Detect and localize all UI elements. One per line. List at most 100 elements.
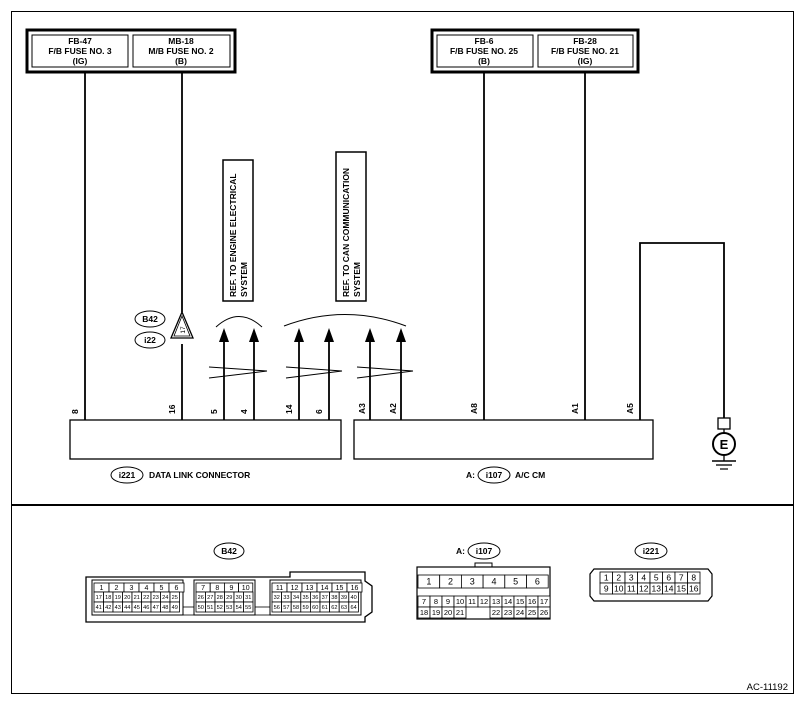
i107-pin-label: 1 bbox=[426, 577, 431, 587]
badge-i22 bbox=[134, 331, 166, 349]
i107-pin-label: 14 bbox=[504, 597, 512, 606]
pin-8: 8 bbox=[70, 409, 80, 414]
b42-pin-label: 43 bbox=[115, 605, 121, 611]
i107-pin-label: 25 bbox=[528, 608, 536, 617]
b42-pin-label: 36 bbox=[312, 595, 318, 601]
b42-latch-left bbox=[182, 606, 195, 616]
i107-pin-label: 18 bbox=[420, 608, 428, 617]
b42-pin-label: 21 bbox=[134, 595, 140, 601]
b42-pin-label: 25 bbox=[172, 595, 178, 601]
wire-a5-to-ground bbox=[639, 242, 725, 420]
i221-pin-label: 1 bbox=[604, 573, 609, 583]
b42-pin-label: 49 bbox=[172, 605, 178, 611]
badge-i107 bbox=[477, 466, 511, 484]
i107-pin-label: 3 bbox=[470, 577, 475, 587]
arrow-pin14 bbox=[294, 328, 304, 342]
fuse-fb47-name: F/B FUSE NO. 3 bbox=[48, 46, 112, 56]
i107-pin-label: 23 bbox=[504, 608, 512, 617]
view-b42-badge bbox=[213, 542, 245, 560]
b42-pin-label: 16 bbox=[351, 585, 359, 592]
fuse-group-left: FB-47 F/B FUSE NO. 3 (IG) MB-18 M/B FUSE… bbox=[25, 28, 237, 74]
i221-pin-label: 6 bbox=[666, 573, 671, 583]
pin-16: 16 bbox=[167, 404, 177, 414]
i221-pin-label: 11 bbox=[627, 584, 636, 594]
view-i107-prefix: A: bbox=[456, 546, 465, 556]
i107-pin-label: 21 bbox=[456, 608, 464, 617]
twist-b-top bbox=[285, 366, 343, 372]
i221-pin-label: 7 bbox=[679, 573, 684, 583]
fuse-fb28-code: FB-28 bbox=[573, 36, 597, 46]
b42-pin-label: 5 bbox=[160, 585, 164, 592]
b42-pin-label: 11 bbox=[276, 585, 283, 592]
b42-pin-label: 2 bbox=[115, 585, 119, 592]
i107-pin-label: 24 bbox=[516, 608, 524, 617]
i107-pin-label: 16 bbox=[528, 597, 536, 606]
b42-pin-label: 20 bbox=[124, 595, 130, 601]
fuse-fb6-power: (B) bbox=[478, 56, 490, 66]
fuse-fb47-power: (IG) bbox=[73, 56, 88, 66]
b42-pin-label: 19 bbox=[115, 595, 121, 601]
fuse-frame-right bbox=[430, 28, 640, 74]
fuse-mb18-power: (B) bbox=[175, 56, 187, 66]
b42-pin-label: 6 bbox=[175, 585, 179, 592]
accm-name: A/C CM bbox=[515, 470, 545, 480]
fuse-fb47-code: FB-47 bbox=[68, 36, 92, 46]
fuse-fb28-power: (IG) bbox=[578, 56, 593, 66]
i107-pin-label: 19 bbox=[432, 608, 440, 617]
arrow-pin4 bbox=[249, 328, 259, 342]
b42-pin-label: 14 bbox=[321, 585, 329, 592]
i221-pin-label: 4 bbox=[641, 573, 646, 583]
ref-engine-box bbox=[222, 159, 254, 302]
b42-pin-label: 62 bbox=[331, 605, 337, 611]
i221-pin-label: 16 bbox=[689, 584, 699, 594]
i221-pin-label: 14 bbox=[664, 584, 674, 594]
b42-pin-label: 15 bbox=[336, 585, 344, 592]
twisted-pair-markers bbox=[208, 314, 414, 379]
arrow-heads bbox=[219, 328, 406, 342]
b42-pin-label: 58 bbox=[293, 605, 299, 611]
ref-can-box bbox=[335, 151, 367, 302]
ref-engine-line1: REF. TO ENGINE ELECTRICAL bbox=[228, 173, 238, 297]
i107-pin-cell bbox=[453, 606, 467, 619]
b42-pin-label: 61 bbox=[322, 605, 328, 611]
ref-can-line2: SYSTEM bbox=[352, 262, 362, 297]
twist-c-top bbox=[356, 366, 414, 372]
figure-id: AC-11192 bbox=[747, 682, 788, 693]
ground-terminal bbox=[717, 417, 731, 430]
b42-pin-label: 12 bbox=[291, 585, 299, 592]
b42-pin-label: 59 bbox=[302, 605, 308, 611]
wires bbox=[84, 72, 725, 420]
arc-can-group bbox=[283, 314, 407, 327]
b42-pin-label: 29 bbox=[226, 595, 232, 601]
fuse-fb6-name: F/B FUSE NO. 25 bbox=[450, 46, 518, 56]
b42-pin-label: 64 bbox=[350, 605, 356, 611]
ref-engine-line2: SYSTEM bbox=[239, 262, 249, 297]
pin-14: 14 bbox=[284, 404, 294, 414]
fuse-box-fb28 bbox=[537, 34, 634, 68]
pin-a5: A5 bbox=[625, 403, 635, 414]
joint-connector-inner bbox=[173, 314, 191, 337]
b42-pin-label: 26 bbox=[198, 595, 204, 601]
pin-6: 6 bbox=[314, 409, 324, 414]
pin-4: 4 bbox=[239, 409, 249, 414]
ground-symbol: E bbox=[712, 417, 736, 470]
diagram-frame bbox=[11, 11, 794, 694]
i107-pin-label: 6 bbox=[535, 577, 540, 587]
b42-pin-cell bbox=[243, 601, 254, 613]
pin-a3: A3 bbox=[357, 403, 367, 414]
b42-pin-label: 53 bbox=[226, 605, 232, 611]
b42-pin-label: 38 bbox=[331, 595, 337, 601]
b42-connector-shell bbox=[85, 571, 373, 623]
b42-pin-label: 46 bbox=[143, 605, 149, 611]
b42-pin-label: 60 bbox=[312, 605, 318, 611]
b42-pin-label: 57 bbox=[283, 605, 289, 611]
view-i221-badge-label: i221 bbox=[643, 546, 660, 556]
i107-pin-label: 17 bbox=[540, 597, 548, 606]
b42-pin-label: 9 bbox=[230, 585, 234, 592]
b42-group-2 bbox=[193, 579, 256, 616]
badge-i221-label: i221 bbox=[119, 470, 136, 480]
pin-5: 5 bbox=[209, 409, 219, 414]
